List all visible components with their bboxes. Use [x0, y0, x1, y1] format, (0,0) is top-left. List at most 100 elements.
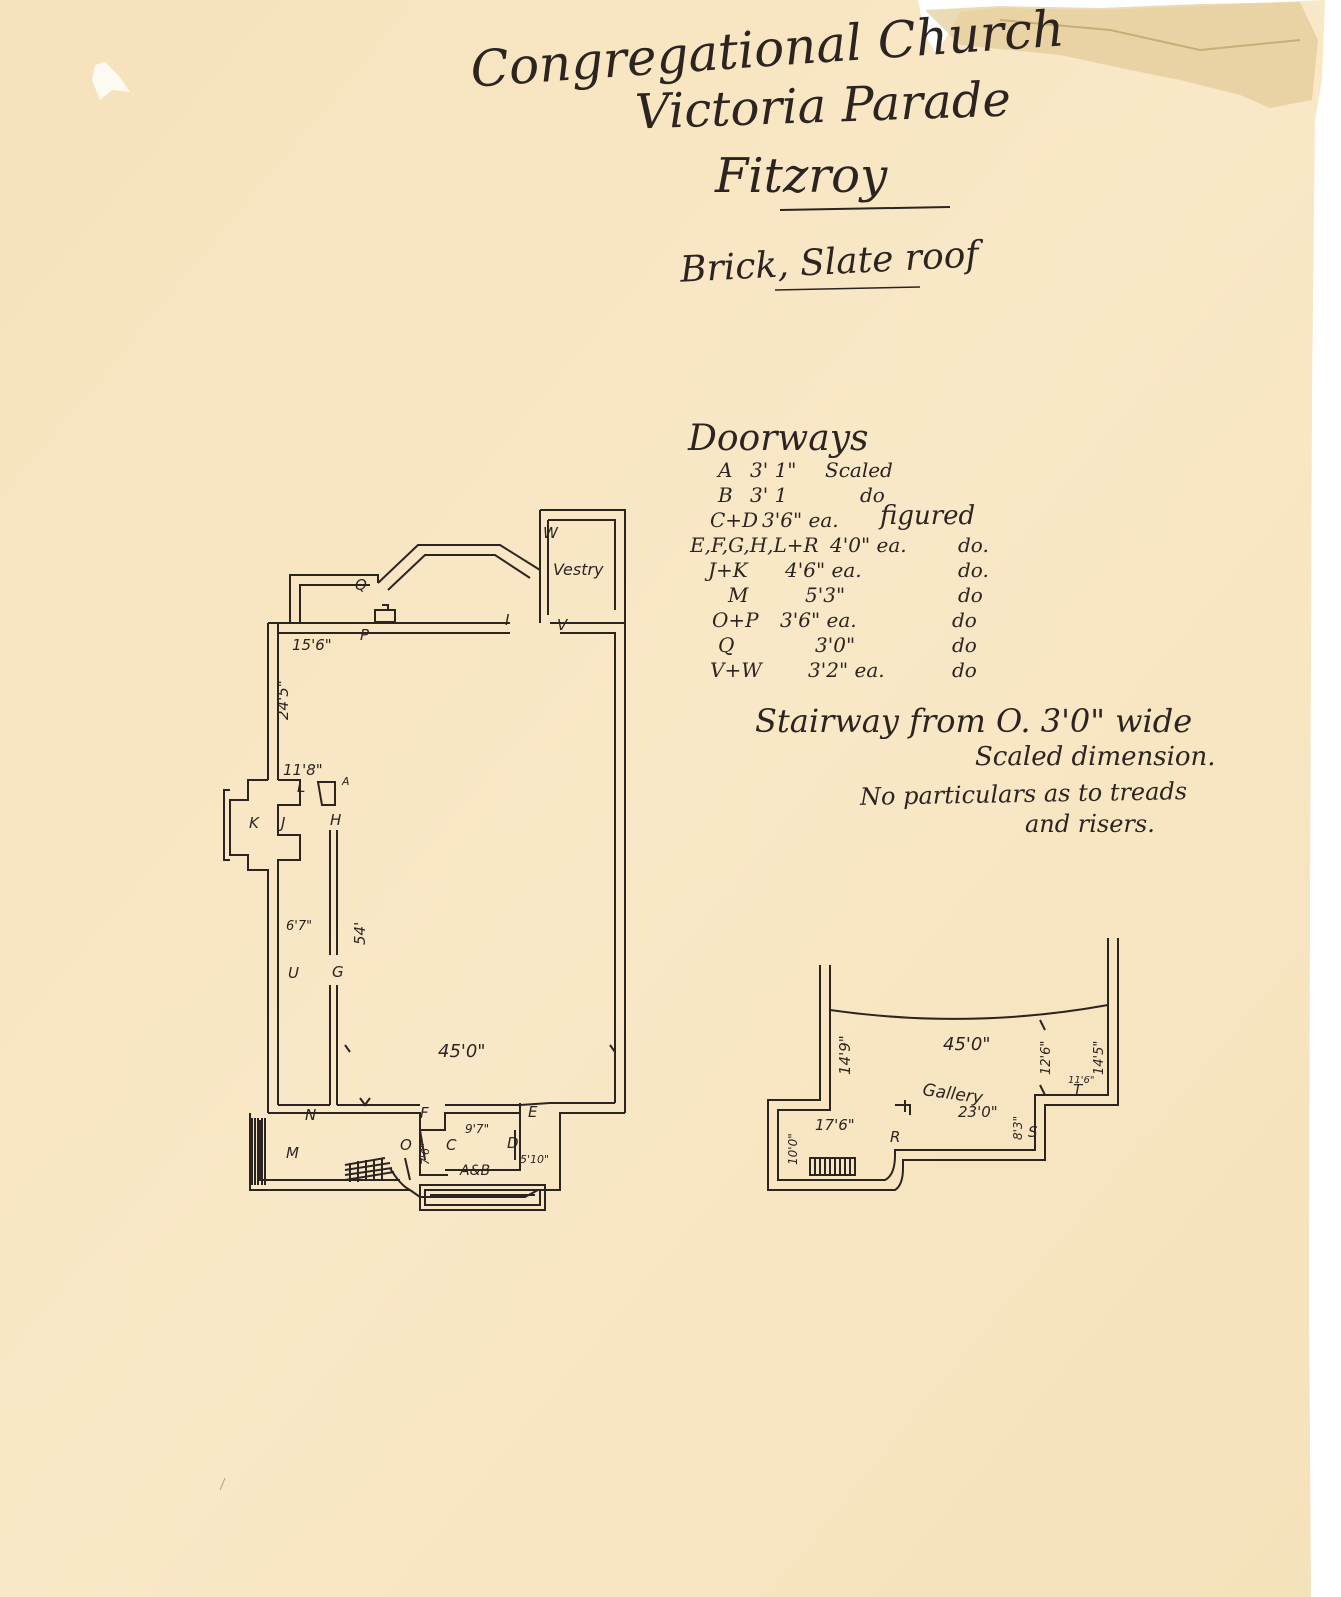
- dim-arrows: [1039, 1019, 1046, 1096]
- label-dim-left: 24'5": [274, 680, 292, 720]
- doorway-note: do: [952, 608, 977, 632]
- west-wall-lower: [229, 779, 301, 1113]
- north-annex: [289, 574, 379, 623]
- label-a-b: A&B: [459, 1163, 490, 1179]
- doorway-size: 5'3": [805, 583, 846, 607]
- apse-wall: [377, 544, 541, 591]
- stairway-note-line-1: Stairway from O. 3'0" wide: [755, 702, 1193, 740]
- label-w: W: [543, 524, 559, 542]
- doorways-heading: Doorways: [688, 418, 869, 459]
- doorway-code: V+W: [710, 658, 762, 682]
- label-j: J: [278, 814, 285, 832]
- doorway-code: J+K: [708, 558, 748, 582]
- label-c: C: [446, 1136, 457, 1154]
- gallery-stair: [809, 1157, 856, 1176]
- doorway-code: Q: [718, 633, 735, 657]
- label-dim-mid: 11'8": [283, 761, 323, 779]
- doorway-size: 3'6" ea.: [762, 508, 839, 532]
- doorway-code: A: [718, 458, 733, 482]
- label-d: D: [507, 1134, 519, 1152]
- front-steps: [419, 1184, 546, 1211]
- label-h: H: [330, 811, 341, 829]
- doorway-size: 3' 1: [750, 483, 788, 507]
- stair-curve: [389, 1157, 411, 1191]
- doorway-size: 4'0" ea.: [830, 533, 907, 557]
- doorway-code: O+P: [712, 608, 759, 632]
- doorway-size: 3' 1": [750, 458, 797, 482]
- gallery-label-dim-right: 14'5": [1092, 1041, 1107, 1075]
- doorway-note: do: [958, 583, 983, 607]
- doorway-item: O+P 3'6" ea. do: [690, 608, 1010, 633]
- doorway-note: Scaled: [825, 458, 893, 482]
- label-q: Q: [355, 576, 367, 594]
- label-e: E: [528, 1103, 538, 1121]
- gallery-outer-wall: [767, 938, 1119, 1191]
- gallery-label-dim-bay: 17'6": [815, 1116, 855, 1134]
- label-o: O: [400, 1136, 412, 1154]
- gallery-label-dim-bay-h: 10'0": [786, 1133, 800, 1165]
- stair-risers: [349, 1158, 383, 1182]
- vestry-inner-wall: [539, 510, 549, 623]
- doorway-note: do.: [958, 558, 989, 582]
- gallery-front-curve: [829, 1004, 1109, 1020]
- aisle-partition-lower: [329, 985, 338, 1105]
- label-i: I: [505, 611, 510, 629]
- label-dim-side: 54': [351, 922, 369, 945]
- porch-inner: [419, 1113, 521, 1176]
- label-v: V: [557, 616, 569, 634]
- vestry-walls: [540, 509, 626, 623]
- doorway-item: M 5'3" do: [690, 583, 1010, 608]
- west-wall-upper: [267, 623, 279, 780]
- stairway-note-line-4: and risers.: [1025, 810, 1155, 838]
- label-vestry: Vestry: [553, 560, 604, 579]
- porch-outline: [409, 1120, 561, 1198]
- doorway-note: do: [952, 658, 977, 682]
- door-r-mark: [895, 1100, 911, 1115]
- doorway-item: Q 3'0" do: [690, 633, 1010, 658]
- label-u: U: [288, 964, 299, 982]
- doorway-note: do: [952, 633, 977, 657]
- side-stair-hatch: [251, 1118, 266, 1185]
- doorway-code: M: [728, 583, 749, 607]
- doorway-size: 3'2" ea.: [808, 658, 885, 682]
- title-line-3: Fitzroy: [715, 148, 888, 204]
- gallery-label-s: S: [1028, 1123, 1038, 1141]
- gallery-label-dim-width: 45'0": [943, 1034, 991, 1055]
- doorway-note: figured: [880, 501, 976, 531]
- label-dim-top: 15'6": [292, 636, 332, 654]
- door-h-mark: [316, 781, 336, 806]
- doorway-size: 3'6" ea.: [780, 608, 857, 632]
- doorway-size: 3'0": [815, 633, 856, 657]
- label-p: P: [360, 626, 370, 644]
- south-wall-inner: [337, 1102, 551, 1106]
- west-porch: [223, 789, 230, 861]
- gallery-inner-wall: [777, 938, 1109, 1181]
- label-n: N: [305, 1106, 316, 1124]
- label-dim-stair: 7'6": [419, 1143, 432, 1165]
- doorway-code: E,F,G,H,L+R: [690, 533, 819, 557]
- width-dim-arrows: [344, 1044, 616, 1053]
- doorway-code: B: [718, 483, 733, 507]
- doorway-size: 4'6" ea.: [785, 558, 862, 582]
- label-f: F: [420, 1104, 429, 1122]
- gallery-label-dim-small: 11'6": [1068, 1075, 1094, 1086]
- label-g: G: [332, 963, 344, 981]
- gallery-label-dim-s: 8'3": [1011, 1116, 1025, 1140]
- doorway-item: J+K 4'6" ea. do.: [690, 558, 1010, 583]
- label-k: K: [249, 814, 260, 832]
- label-m: M: [286, 1144, 299, 1162]
- gallery-label-dim-left: 14'9": [836, 1035, 854, 1075]
- porch-dims: [419, 1129, 516, 1161]
- pulpit-mark: [374, 604, 396, 623]
- center-tick: [359, 1097, 371, 1107]
- label-dim-aisle: 6'7": [286, 919, 312, 934]
- doorway-code: C+D: [710, 508, 759, 532]
